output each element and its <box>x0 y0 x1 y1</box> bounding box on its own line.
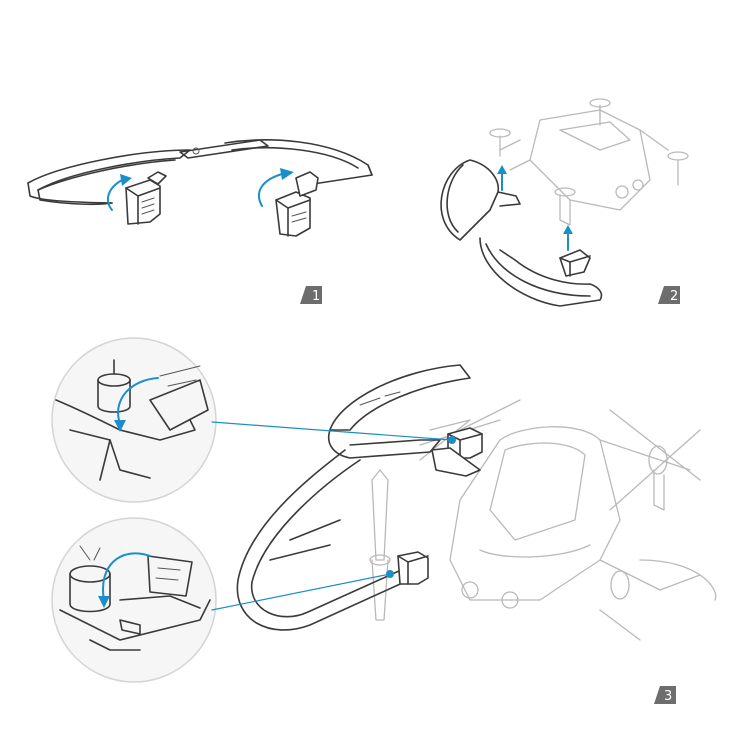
step-2-illustration <box>440 98 689 307</box>
step-badge-3: 3 <box>654 686 676 704</box>
rotate-arrow-icon <box>102 552 151 601</box>
connector-line-upper <box>211 421 453 441</box>
rotate-arrow-icon <box>117 377 159 425</box>
rotate-arrow-icon <box>257 173 283 207</box>
step-number-2: 2 <box>670 289 678 304</box>
step-badge-1: 1 <box>300 286 322 304</box>
step-1-illustration <box>27 139 373 237</box>
step-3-guard <box>236 364 483 631</box>
step-number-1: 1 <box>312 289 320 304</box>
step-number-3: 3 <box>664 689 672 704</box>
step-badge-2: 2 <box>658 286 680 304</box>
zoom-detail-upper <box>51 337 217 503</box>
connector-line-lower <box>211 573 391 611</box>
zoom-detail-lower <box>51 517 217 683</box>
step-3-drone <box>369 399 717 641</box>
connector-lines <box>211 421 456 611</box>
rotate-arrow-icon <box>106 179 123 211</box>
